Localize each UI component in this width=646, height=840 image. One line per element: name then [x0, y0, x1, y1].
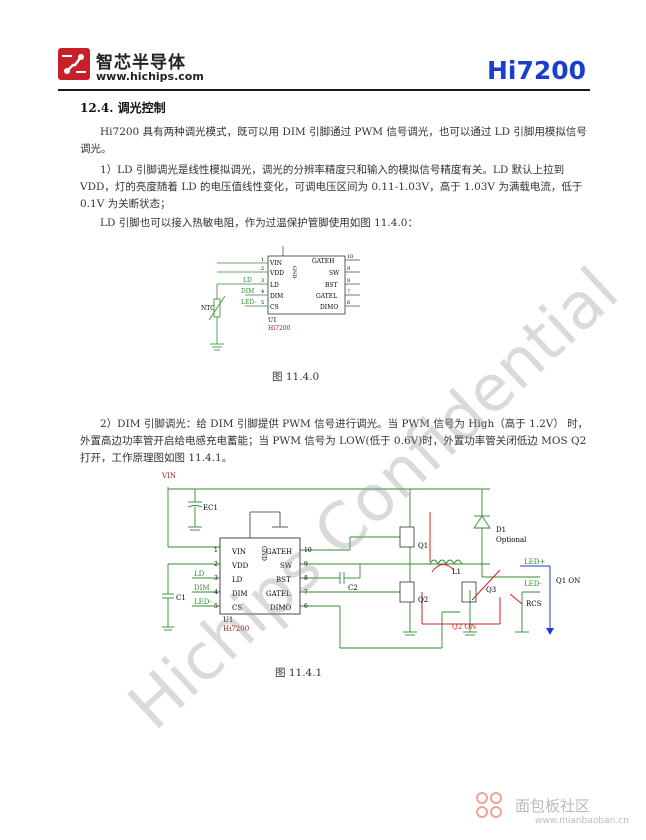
svg-text:DIM: DIM — [270, 293, 283, 300]
svg-text:8: 8 — [347, 278, 350, 284]
svg-text:10: 10 — [347, 254, 353, 260]
svg-text:10: 10 — [304, 547, 312, 554]
svg-text:4: 4 — [261, 289, 264, 295]
svg-text:L1: L1 — [452, 568, 461, 576]
schematic-figure-11-4-0: VIN VDD LD DIM CS 1 2 3 4 5 GATEH SW BST… — [201, 246, 360, 351]
svg-text:3: 3 — [214, 575, 218, 582]
section-title: 12.4. 调光控制 — [80, 101, 166, 115]
svg-text:DIMO: DIMO — [270, 604, 292, 612]
svg-text:VDD: VDD — [269, 270, 284, 277]
svg-text:5: 5 — [214, 603, 218, 610]
svg-text:Hi7200: Hi7200 — [223, 625, 249, 633]
brand-name: 智芯半导体 — [96, 53, 186, 73]
svg-text:LED-: LED- — [194, 598, 213, 606]
svg-text:VDD: VDD — [231, 562, 249, 570]
header-divider — [58, 89, 590, 91]
svg-text:LD: LD — [194, 570, 205, 578]
svg-text:LD: LD — [232, 576, 243, 584]
paragraph-dim-dimming: 2）DIM 引脚调光：给 DIM 引脚提供 PWM 信号进行调光。当 PWM 信… — [80, 418, 589, 464]
svg-text:2: 2 — [261, 266, 264, 272]
svg-text:6: 6 — [347, 300, 350, 306]
svg-text:Q3: Q3 — [486, 586, 496, 594]
svg-text:GATEH: GATEH — [312, 258, 334, 265]
svg-text:9: 9 — [304, 561, 308, 568]
svg-text:C2: C2 — [348, 584, 358, 592]
svg-text:NTC: NTC — [201, 305, 215, 312]
brand-url: www.hichips.com — [96, 70, 204, 83]
svg-text:Q1: Q1 — [418, 542, 428, 550]
svg-text:LED-: LED- — [241, 299, 256, 306]
svg-text:DIM: DIM — [194, 584, 210, 592]
svg-text:U1: U1 — [268, 317, 277, 324]
svg-text:SW: SW — [280, 562, 293, 570]
svg-text:DIMO: DIMO — [320, 304, 338, 311]
svg-text:LED-: LED- — [524, 580, 543, 588]
svg-text:U1: U1 — [223, 616, 233, 624]
svg-text:DIM: DIM — [241, 288, 254, 295]
svg-text:8: 8 — [304, 575, 308, 582]
site-logo-icon — [472, 788, 506, 826]
svg-text:LD: LD — [243, 277, 252, 284]
svg-text:1: 1 — [261, 257, 264, 263]
site-url: www.mianbaoban.cn — [535, 816, 629, 826]
svg-text:4: 4 — [214, 589, 218, 596]
svg-text:GND: GND — [291, 266, 297, 278]
svg-text:CS: CS — [232, 604, 242, 612]
svg-text:C1: C1 — [176, 594, 186, 602]
svg-text:VIN: VIN — [269, 260, 282, 267]
svg-text:Optional: Optional — [496, 536, 527, 544]
svg-text:VIN: VIN — [231, 548, 246, 556]
product-title: Hi7200 — [487, 56, 587, 85]
svg-text:Hi7200: Hi7200 — [268, 325, 291, 332]
svg-text:LED+: LED+ — [524, 558, 545, 566]
svg-text:Q2: Q2 — [418, 596, 428, 604]
svg-text:GATEL: GATEL — [266, 590, 291, 598]
svg-text:5: 5 — [261, 300, 264, 306]
svg-text:CS: CS — [270, 304, 279, 311]
svg-text:DIM: DIM — [232, 590, 248, 598]
svg-text:3: 3 — [261, 278, 264, 284]
paragraph-intro: Hi7200 具有两种调光模式，既可以用 DIM 引脚通过 PWM 信号调光，也… — [80, 126, 587, 155]
svg-text:GATEH: GATEH — [266, 548, 292, 556]
svg-text:Q2 ON: Q2 ON — [452, 623, 476, 631]
svg-text:Q1 ON: Q1 ON — [556, 577, 580, 585]
svg-text:LD: LD — [270, 282, 279, 289]
paragraph-ntc: LD 引脚也可以接入热敏电阻，作为过温保护管脚使用如图 11.4.0： — [100, 217, 418, 229]
svg-text:RCS: RCS — [526, 600, 542, 608]
paragraph-ld-dimming: 1）LD 引脚调光是线性模拟调光，调光的分辨率精度只和输入的模拟信号精度有关。L… — [80, 164, 583, 210]
site-brand: 面包板社区 — [515, 797, 591, 815]
figure-caption-11-4-0: 图 11.4.0 — [272, 371, 320, 383]
svg-text:BST: BST — [276, 576, 291, 584]
svg-text:2: 2 — [214, 561, 218, 568]
svg-text:7: 7 — [304, 589, 308, 596]
svg-text:D1: D1 — [496, 526, 506, 534]
svg-text:6: 6 — [304, 603, 308, 610]
svg-text:BST: BST — [325, 282, 338, 289]
svg-text:9: 9 — [347, 266, 350, 272]
svg-text:1: 1 — [214, 547, 218, 554]
svg-text:GND: GND — [260, 546, 267, 561]
company-logo — [58, 48, 90, 84]
svg-text:VIN: VIN — [161, 472, 176, 480]
svg-text:7: 7 — [347, 289, 350, 295]
svg-text:GATEL: GATEL — [316, 293, 337, 300]
schematic-figure-11-4-1: VIN EC1 C1 C2 Q1 Q2 Q3 L1 D1 Optional RC… — [161, 472, 580, 649]
svg-text:SW: SW — [329, 270, 340, 277]
figure-caption-11-4-1: 图 11.4.1 — [275, 667, 323, 679]
svg-text:EC1: EC1 — [203, 504, 218, 512]
